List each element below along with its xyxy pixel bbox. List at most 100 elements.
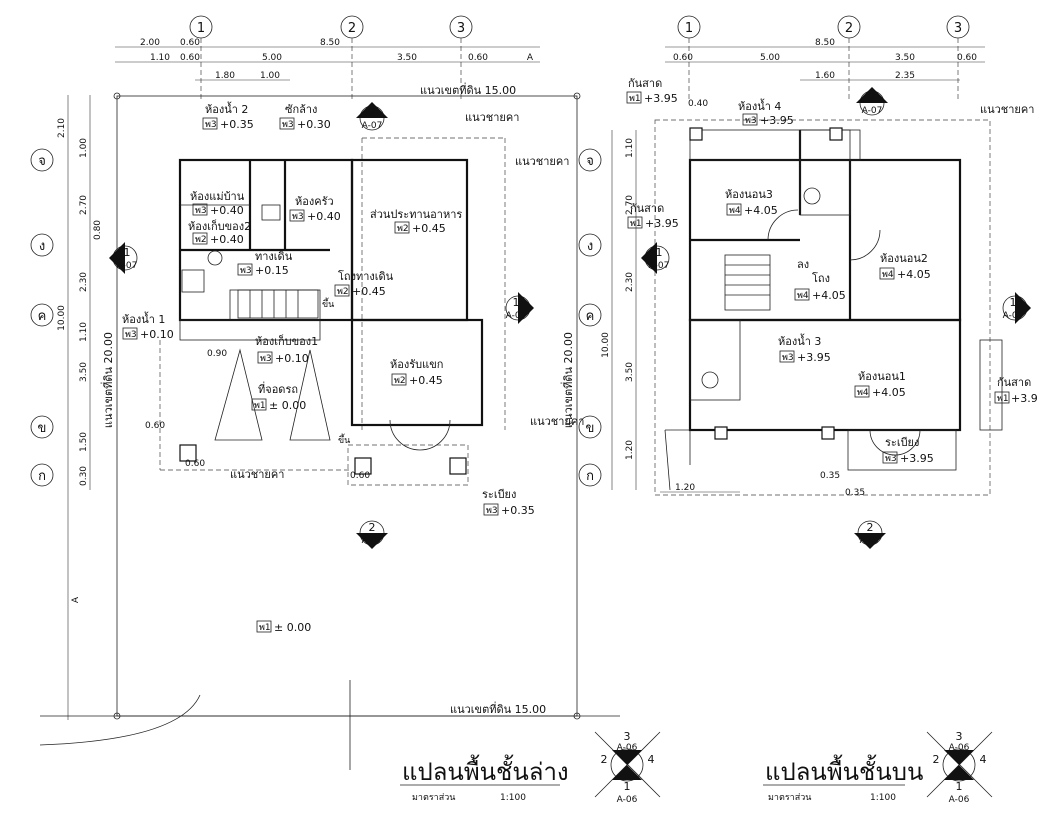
upper-hall: ลง โถง พ4 +4.05 <box>794 258 846 302</box>
svg-text:ห้องนอน3: ห้องนอน3 <box>725 188 773 201</box>
svg-text:A-07: A-07 <box>117 261 138 271</box>
svg-text:ข: ข <box>38 421 47 436</box>
section-marker-1-right: 1 A-07 <box>505 292 534 324</box>
svg-text:1.10: 1.10 <box>150 53 170 63</box>
top-dimensions: 2.00 0.60 8.50 1.10 0.60 5.00 3.50 0.60 … <box>115 38 540 81</box>
upper-room-labels: กันสาด พ1 +3.95 ห้องน้ำ 4 พ3 +3.95 ห้องน… <box>626 77 1038 465</box>
svg-text:3.50: 3.50 <box>397 53 417 63</box>
svg-text:ข: ข <box>586 421 595 436</box>
svg-text:ก: ก <box>38 469 46 484</box>
svg-text:พ1: พ1 <box>629 94 641 104</box>
svg-text:พ2: พ2 <box>397 224 409 234</box>
svg-text:พ3: พ3 <box>282 120 294 130</box>
room-kitchen: ห้องครัว พ3 +0.40 <box>289 195 341 223</box>
svg-text:1.50: 1.50 <box>79 432 89 452</box>
room-storage-1: ห้องเก็บของ1 พ3 +0.10 <box>255 334 318 365</box>
svg-text:+4.05: +4.05 <box>872 386 906 399</box>
room-corridor: ทางเดิน พ3 +0.15 <box>237 250 293 277</box>
svg-text:แปลนพื้นชั้นบน: แปลนพื้นชั้นบน <box>765 754 923 786</box>
svg-text:แนวชายคา: แนวชายคา <box>465 111 519 124</box>
svg-text:0.30: 0.30 <box>79 466 89 486</box>
svg-text:+0.40: +0.40 <box>210 204 244 217</box>
svg-text:+3.95: +3.95 <box>900 452 934 465</box>
svg-text:ซักล้าง: ซักล้าง <box>285 103 317 116</box>
svg-text:1.20: 1.20 <box>625 440 635 460</box>
svg-text:2: 2 <box>933 753 940 766</box>
svg-text:0.80: 0.80 <box>93 220 103 240</box>
ground-eave-labels: แนวชายคา แนวชายคา แนวชายคา แนวชายคา 0.90… <box>145 111 584 481</box>
svg-text:พ4: พ4 <box>797 291 809 301</box>
svg-text:โถง: โถง <box>812 271 830 285</box>
svg-text:1:100: 1:100 <box>870 793 896 803</box>
ground-floor-title: แปลนพื้นชั้นล่าง มาตราส่วน 1:100 <box>400 754 569 803</box>
svg-text:4: 4 <box>980 753 987 766</box>
svg-text:พ3: พ3 <box>745 116 757 126</box>
svg-text:แนวชายคา: แนวชายคา <box>980 103 1034 116</box>
upper-left-dimensions: 1.10 2.70 2.30 10.00 3.50 1.20 <box>601 130 637 490</box>
svg-text:พ3: พ3 <box>486 506 498 516</box>
upper-grid-bubble-1: 1 <box>677 15 701 100</box>
svg-text:จ: จ <box>38 154 46 169</box>
svg-text:+4.05: +4.05 <box>812 289 846 302</box>
svg-text:4: 4 <box>648 753 655 766</box>
room-maid: ห้องแม่บ้าน พ3 +0.40 <box>190 190 245 217</box>
upper-bedroom-1: ห้องนอน1 พ4 +4.05 <box>854 370 906 399</box>
svg-text:1.10: 1.10 <box>625 138 635 158</box>
svg-text:2: 2 <box>601 753 608 766</box>
svg-text:1: 1 <box>513 296 520 309</box>
svg-text:ห้องน้ำ 4: ห้องน้ำ 4 <box>738 98 781 113</box>
svg-text:พ3: พ3 <box>885 454 897 464</box>
svg-text:แนวเขตที่ดิน 15.00: แนวเขตที่ดิน 15.00 <box>450 701 546 716</box>
svg-text:A-07: A-07 <box>1003 311 1024 321</box>
svg-text:ลง: ลง <box>797 258 809 271</box>
svg-text:ห้องเก็บของ1: ห้องเก็บของ1 <box>255 334 318 348</box>
svg-text:0.60: 0.60 <box>350 471 370 481</box>
svg-text:A: A <box>71 596 81 603</box>
svg-text:1.60: 1.60 <box>815 71 835 81</box>
grid-bubble-3: 3 <box>449 15 473 100</box>
svg-text:แปลนพื้นชั้นล่าง: แปลนพื้นชั้นล่าง <box>402 754 569 786</box>
svg-text:พ1: พ1 <box>259 623 271 633</box>
svg-text:ห้องน้ำ 3: ห้องน้ำ 3 <box>778 333 821 348</box>
svg-text:2.70: 2.70 <box>625 195 635 215</box>
svg-text:0.90: 0.90 <box>207 349 227 359</box>
svg-text:พ2: พ2 <box>394 376 406 386</box>
upper-bathroom-3: ห้องน้ำ 3 พ3 +3.95 <box>778 333 831 364</box>
svg-text:พ3: พ3 <box>240 266 252 276</box>
svg-text:1: 1 <box>624 780 631 793</box>
upper-floor-title: แปลนพื้นชั้นบน มาตราส่วน 1:100 <box>763 754 923 803</box>
svg-text:3: 3 <box>954 21 962 36</box>
svg-text:พ2: พ2 <box>195 235 207 245</box>
svg-text:ห้องน้ำ 2: ห้องน้ำ 2 <box>205 101 248 116</box>
svg-text:พ3: พ3 <box>195 206 207 216</box>
elevation-key-upper: 3 2 4 1 A-06 A-06 <box>926 730 993 805</box>
svg-text:ห้องนอน1: ห้องนอน1 <box>858 370 906 383</box>
svg-text:5.00: 5.00 <box>262 53 282 63</box>
upper-canopy-left: กันสาด พ1 +3.95 <box>627 202 679 230</box>
svg-text:A-06: A-06 <box>617 795 638 805</box>
svg-text:พ1: พ1 <box>630 219 642 229</box>
svg-text:A-07: A-07 <box>862 106 883 116</box>
svg-text:ก: ก <box>586 469 594 484</box>
svg-text:1:100: 1:100 <box>500 793 526 803</box>
svg-text:มาตราส่วน: มาตราส่วน <box>768 793 811 803</box>
svg-text:โถงทางเดิน: โถงทางเดิน <box>338 269 394 283</box>
svg-text:2.70: 2.70 <box>79 195 89 215</box>
svg-text:1: 1 <box>1010 296 1017 309</box>
svg-text:ง: ง <box>39 239 45 254</box>
svg-text:A-07: A-07 <box>506 311 527 321</box>
upper-terrace: ระเบียง พ3 +3.95 <box>882 436 934 465</box>
svg-text:± 0.00: ± 0.00 <box>274 621 311 634</box>
upper-grid-bubbles-left: จ ง ค ข ก <box>578 148 602 487</box>
svg-text:+0.40: +0.40 <box>210 233 244 246</box>
svg-text:ที่จอดรถ: ที่จอดรถ <box>258 381 298 396</box>
svg-text:ส่วนประทานอาหาร: ส่วนประทานอาหาร <box>370 208 462 221</box>
svg-text:A-06: A-06 <box>949 743 970 753</box>
ground-room-labels: ห้องน้ำ 2 พ3 +0.35 ซักล้าง พ3 +0.30 ห้อง… <box>122 101 535 634</box>
svg-text:A-06: A-06 <box>949 795 970 805</box>
svg-text:ระเบียง: ระเบียง <box>885 436 919 449</box>
svg-text:2: 2 <box>348 21 356 36</box>
svg-text:0.60: 0.60 <box>185 459 205 469</box>
svg-text:กันสาด: กันสาด <box>997 376 1031 389</box>
